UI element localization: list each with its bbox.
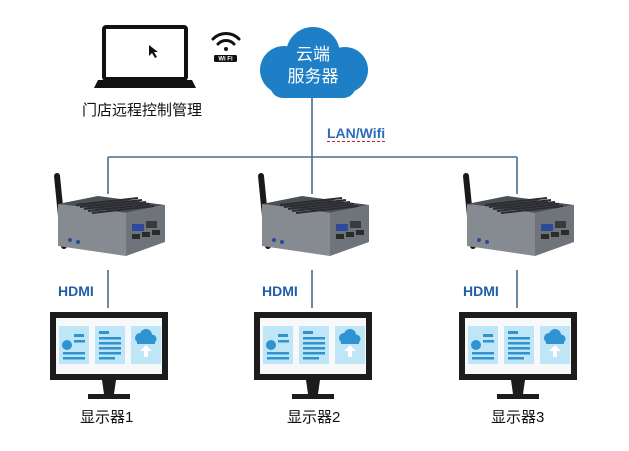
hdmi-label-2: HDMI: [262, 283, 298, 299]
network-type-text: LAN/Wifi: [327, 125, 386, 142]
monitor-label-1: 显示器1: [80, 409, 134, 426]
monitor-icon: [254, 312, 372, 399]
hdmi-label-1: HDMI: [58, 283, 94, 299]
remote-management-label: 门店远程控制管理: [82, 102, 203, 119]
cloud-server-line1: 云端: [296, 45, 330, 64]
cloud-icon: [260, 27, 368, 98]
monitor-label-2: 显示器2: [287, 409, 341, 426]
monitor-icon: [459, 312, 577, 399]
wifi-icon: [211, 32, 241, 62]
mini-pc-icon: [466, 176, 574, 256]
connection-lines: [107, 98, 518, 308]
mini-pc-icon: [261, 176, 369, 256]
cloud-server-line2: 服务器: [287, 67, 339, 86]
network-type-label: LAN/Wifi: [327, 125, 386, 142]
monitor-label-3: 显示器3: [491, 409, 545, 426]
laptop-icon: [94, 25, 196, 88]
wifi-badge-text: Wi Fi: [218, 57, 233, 63]
monitor-icon: [50, 312, 168, 399]
mini-pc-icon: [57, 176, 165, 256]
cloud-server-label: 云端 服务器: [268, 44, 358, 88]
hdmi-label-3: HDMI: [463, 283, 499, 299]
